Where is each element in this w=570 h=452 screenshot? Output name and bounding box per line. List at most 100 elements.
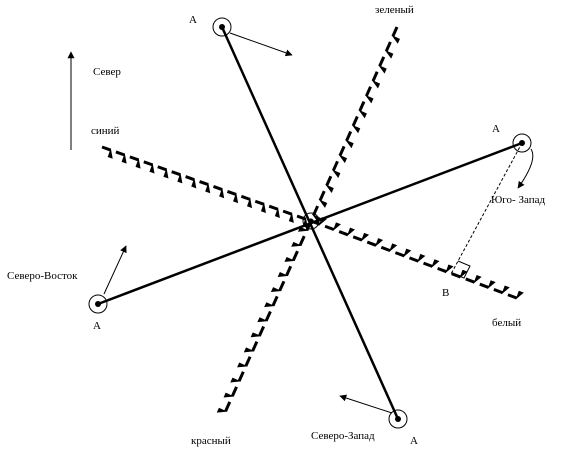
- flag-mark: [378, 64, 387, 74]
- flag-mark: [391, 35, 400, 44]
- flag-dash: [258, 325, 265, 337]
- flag-dash: [101, 145, 112, 152]
- flag-dash: [254, 199, 265, 206]
- flag-dash: [212, 185, 223, 191]
- flag-mark: [487, 280, 496, 290]
- flag-mark: [371, 79, 381, 89]
- flag-dash: [224, 401, 232, 412]
- flag-mark: [445, 264, 454, 274]
- flag-dash: [371, 71, 379, 82]
- solid-line-left-right: [97, 141, 523, 306]
- flag-dash: [324, 224, 335, 231]
- flag-mark: [291, 241, 302, 247]
- flag-mark: [358, 109, 367, 119]
- flag-mark: [417, 253, 426, 263]
- flag-dash: [143, 160, 153, 167]
- flag-mark: [264, 302, 275, 308]
- flag-mark: [473, 274, 482, 284]
- blue-flagged-line: [101, 145, 308, 228]
- blue-line-label: синий: [91, 125, 120, 137]
- flag-mark: [237, 362, 248, 368]
- flag-dash: [345, 130, 353, 142]
- flag-mark: [384, 49, 394, 59]
- flag-dash: [391, 26, 399, 37]
- flag-dash: [365, 86, 372, 97]
- point-a-bottom-label: A: [410, 435, 418, 447]
- point-a-left-label: A: [93, 320, 101, 332]
- flag-mark: [233, 192, 239, 204]
- flag-mark: [163, 167, 169, 179]
- flag-mark: [177, 172, 183, 184]
- north-east-label: Северо-Восток: [7, 270, 78, 282]
- flag-mark: [374, 238, 384, 247]
- flag-mark: [107, 148, 113, 159]
- flag-mark: [191, 177, 197, 189]
- flag-mark: [360, 232, 370, 242]
- flag-dash: [271, 295, 279, 307]
- green-line-label: зеленый: [375, 4, 414, 16]
- flag-dash: [352, 235, 363, 242]
- flag-dash: [282, 209, 293, 216]
- flag-dash: [384, 41, 392, 52]
- flag-mark: [277, 272, 289, 277]
- arrow-bottom-a: [339, 394, 393, 414]
- flag-dash: [493, 288, 504, 295]
- flag-mark: [274, 207, 280, 218]
- flag-dash: [338, 230, 349, 237]
- point-a-top-marker: [212, 17, 232, 37]
- flag-dash: [115, 150, 126, 157]
- flag-mark: [257, 317, 269, 323]
- flag-dash: [278, 280, 286, 292]
- flag-mark: [250, 332, 262, 338]
- north-label: Север: [93, 66, 121, 78]
- flag-mark: [318, 199, 328, 208]
- flag-dash: [366, 240, 377, 247]
- flag-dash: [358, 101, 366, 112]
- flag-dash: [507, 293, 518, 300]
- north-west-label: Северо-Запад: [311, 430, 375, 442]
- point-a-bottom-marker: [388, 409, 408, 429]
- flag-dash: [325, 175, 333, 187]
- flag-dash: [129, 155, 140, 162]
- point-b-label: B: [442, 287, 449, 299]
- flag-mark: [346, 227, 356, 237]
- flag-dash: [331, 160, 339, 172]
- flag-mark: [515, 290, 524, 300]
- flag-mark: [121, 153, 127, 164]
- flag-mark: [205, 182, 211, 194]
- flag-mark: [351, 124, 361, 134]
- flag-dash: [423, 261, 433, 268]
- flag-mark: [345, 139, 354, 149]
- flag-mark: [402, 248, 412, 258]
- flag-mark: [297, 226, 309, 232]
- flag-mark: [325, 184, 334, 193]
- flag-mark: [284, 256, 296, 262]
- flag-dash: [199, 180, 209, 187]
- flag-dash: [237, 371, 245, 382]
- flag-mark: [332, 222, 341, 232]
- flag-mark: [216, 407, 228, 413]
- flag-mark: [364, 94, 374, 104]
- arrow-top-a: [229, 32, 293, 57]
- flag-mark: [338, 154, 348, 164]
- center-circle: [302, 212, 320, 230]
- flag-dash: [230, 386, 238, 397]
- flag-dash: [380, 245, 391, 253]
- flag-mark: [230, 377, 242, 383]
- flag-dash: [479, 282, 490, 289]
- flag-dash: [394, 251, 405, 258]
- flag-dash: [378, 56, 386, 67]
- flag-mark: [431, 259, 440, 268]
- green-flagged-line: [311, 26, 400, 223]
- flag-mark: [246, 197, 253, 209]
- flag-dash: [251, 341, 259, 352]
- flag-dash: [157, 165, 167, 172]
- point-a-top-label: A: [189, 14, 197, 26]
- flag-mark: [260, 202, 266, 214]
- arrow-right-a: [517, 148, 534, 189]
- flag-dash: [318, 190, 326, 202]
- flag-dash: [338, 145, 346, 157]
- dashed-perpendicular: [450, 142, 523, 275]
